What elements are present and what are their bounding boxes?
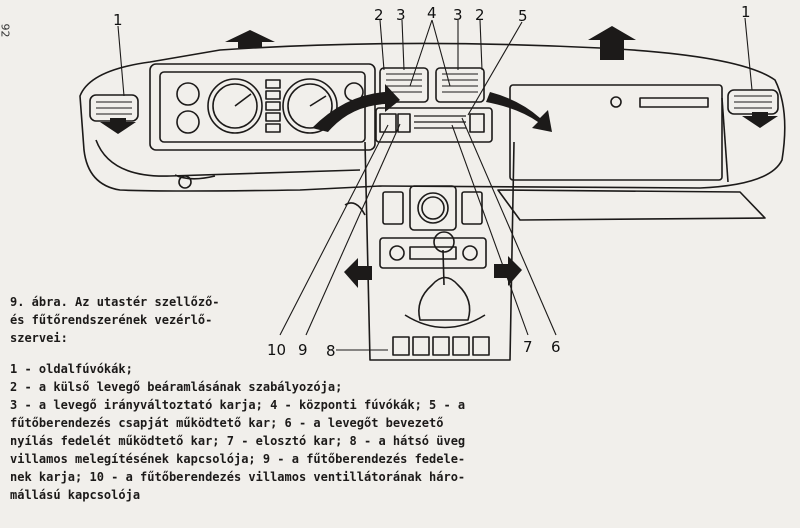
arrow-up-center: [588, 26, 636, 60]
dashboard-lower-edge: [95, 139, 361, 177]
callout-6: 6: [551, 338, 561, 356]
callout-9: 9: [298, 341, 308, 359]
callout-7: 7: [523, 338, 533, 356]
gear-lever: [442, 249, 445, 286]
arrow-down-right-vent: [742, 112, 778, 128]
parcel-shelf: [497, 189, 766, 221]
arrow-up-left: [225, 30, 275, 48]
speedometer: [207, 78, 263, 134]
clock: [409, 185, 457, 231]
tachometer: [282, 78, 338, 134]
callout-2-a: 2: [374, 6, 384, 24]
callout-8: 8: [326, 342, 336, 360]
center-console: [364, 141, 515, 361]
dashboard-outline: [79, 42, 786, 192]
glove-box: [509, 84, 723, 181]
heater-control-panel: [375, 107, 493, 143]
figure-legend: 1 - oldalfúvókák; 2 - a külső levegő beá…: [10, 360, 530, 504]
instrument-cluster: [149, 63, 376, 151]
gear-boot: [418, 276, 471, 321]
warning-light-column: [265, 79, 281, 133]
arrow-console-right: [494, 256, 522, 286]
callout-5: 5: [518, 7, 528, 25]
arrow-center-sweep: [312, 84, 400, 132]
callout-1-left: 1: [113, 11, 123, 29]
legend-entry: 2 - a külső levegő beáramlásának szabály…: [10, 380, 343, 394]
arrow-console-left: [344, 258, 372, 288]
callout-10: 10: [267, 341, 286, 359]
callout-3-a: 3: [396, 6, 406, 24]
callout-1-right: 1: [741, 3, 751, 21]
callout-2-b: 2: [475, 6, 485, 24]
center-vent-right: [435, 67, 485, 103]
figure-caption: 9. ábra. Az utastér szellőző- és fűtőren…: [10, 295, 220, 345]
callout-3-b: 3: [453, 6, 463, 24]
console-switches: [392, 336, 490, 356]
radio-panel: [379, 237, 487, 269]
arrow-right-sweep: [486, 92, 552, 132]
dashboard-diagram: 1 2 3 4 3 2 5 1 10 9 8 7 6: [79, 3, 786, 361]
legend-entry: 3 - a levegő irányváltoztató karja; 4 - …: [10, 398, 466, 502]
legend-entry: 1 - oldalfúvókák;: [10, 362, 133, 376]
arrow-down-left-vent: [100, 118, 136, 134]
callout-4: 4: [427, 4, 437, 22]
gear-knob: [433, 231, 455, 253]
